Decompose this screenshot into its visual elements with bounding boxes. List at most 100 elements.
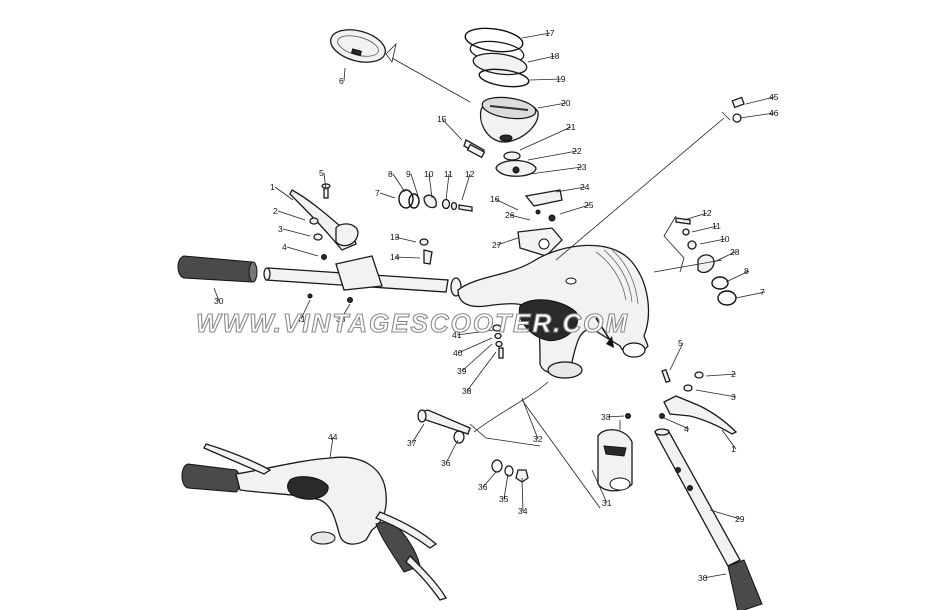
callout-leader [300, 299, 311, 320]
callout-leader [392, 173, 406, 193]
callout-leader [529, 78, 562, 81]
callout-number: 4 [684, 424, 689, 434]
callout-number: 4 [282, 242, 287, 252]
callout-number: 12 [465, 169, 475, 179]
left-handlebar-tube [263, 255, 462, 303]
speedometer-bezel-rings [464, 27, 530, 88]
callout-number: 6 [339, 76, 344, 86]
callout-number: 17 [545, 28, 555, 38]
callout-leader [503, 473, 509, 500]
callout-number: 26 [505, 210, 515, 220]
callout-leader [702, 573, 727, 579]
callout-leader [663, 417, 690, 430]
callout-number: 29 [735, 514, 745, 524]
callout-leader [713, 251, 736, 263]
callout-leader [410, 173, 419, 197]
callout-number: 8 [744, 266, 749, 276]
callout-number: 3 [731, 392, 736, 402]
callout-number: 35 [499, 494, 509, 504]
callout-leader [466, 351, 497, 392]
callout-leader [559, 204, 590, 215]
callout-number: 1 [731, 444, 736, 454]
callout-leader [591, 469, 608, 504]
callout-leader [428, 173, 433, 199]
callout-number: 27 [492, 240, 502, 250]
callout-leader [529, 166, 583, 175]
callout-number: 16 [490, 194, 500, 204]
callout-number: 41 [296, 314, 306, 324]
callout-leader [709, 509, 741, 520]
callout-number: 12 [702, 208, 712, 218]
callout-number: 8 [388, 169, 393, 179]
callout-leader [537, 102, 567, 109]
callout-number: 24 [580, 182, 590, 192]
mounting-screws [419, 238, 433, 265]
callout-number: 13 [390, 232, 400, 242]
callout-number: 2 [731, 369, 736, 379]
callout-leader [519, 126, 572, 151]
speedometer-mount [495, 151, 537, 177]
throttle-clamp [597, 413, 633, 492]
callout-leader [379, 192, 396, 199]
callout-number: 22 [572, 146, 582, 156]
callout-number: 38 [462, 386, 472, 396]
callout-leader [521, 32, 551, 39]
casting-hardware [492, 324, 504, 359]
callout-leader [445, 439, 459, 464]
callout-leader [456, 329, 495, 336]
callout-number: 1 [270, 182, 275, 192]
callout-leader [482, 471, 497, 488]
callout-number: 5 [678, 338, 683, 348]
callout-number: 7 [375, 188, 380, 198]
callout-leader [695, 389, 737, 398]
callout-leader [277, 210, 306, 221]
callout-leader [691, 225, 718, 233]
callout-number: 30 [214, 296, 224, 306]
callout-number: 5 [319, 168, 324, 178]
callout-leader [605, 415, 625, 418]
throttle-tube [654, 428, 741, 567]
callout-number: 36 [441, 458, 451, 468]
cable-clip [463, 139, 486, 159]
callout-number: 46 [769, 108, 779, 118]
callout-leader [494, 198, 519, 211]
callout-leader [461, 343, 493, 372]
callout-number: 11 [444, 169, 453, 179]
callout-leader [323, 172, 327, 191]
right-hand-lever [659, 368, 738, 435]
callout-leaders [213, 32, 775, 579]
cable-bracket [517, 189, 563, 257]
callout-leader [394, 236, 417, 243]
callout-number: 2 [273, 206, 278, 216]
clamp-bolt-set [417, 409, 529, 483]
callout-number: 11 [712, 221, 721, 231]
callout-leader [340, 303, 351, 320]
callout-leader [521, 477, 524, 512]
callout-number: 41 [452, 330, 462, 340]
callout-leader [411, 423, 425, 444]
callout-leader [683, 212, 708, 221]
left-handlebar-grip [177, 255, 258, 283]
callout-number: 25 [584, 200, 594, 210]
callout-number: 15 [437, 114, 447, 124]
watermark-text: WWW.VINTAGESCOOTER.COM [196, 308, 629, 338]
speedometer-nameplate [330, 29, 386, 63]
callout-number: 36 [478, 482, 488, 492]
callout-leader [213, 287, 220, 302]
callout-number: 31 [602, 498, 612, 508]
callout-leader [739, 112, 775, 119]
assembled-handlebar [181, 443, 447, 601]
callout-leader [721, 429, 737, 450]
callout-leader [461, 173, 471, 201]
callout-number: 21 [566, 122, 576, 132]
callout-leader [441, 118, 463, 141]
adjuster-washers-right [675, 217, 737, 306]
right-handlebar-grip [727, 559, 763, 610]
callout-number: 10 [424, 169, 434, 179]
callout-number: 23 [577, 162, 587, 172]
callout-number: 37 [407, 438, 417, 448]
callout-leader [274, 186, 294, 201]
adjuster-washers-upper [398, 189, 473, 212]
section-guide-lines [385, 42, 731, 509]
callout-leader [705, 373, 737, 377]
